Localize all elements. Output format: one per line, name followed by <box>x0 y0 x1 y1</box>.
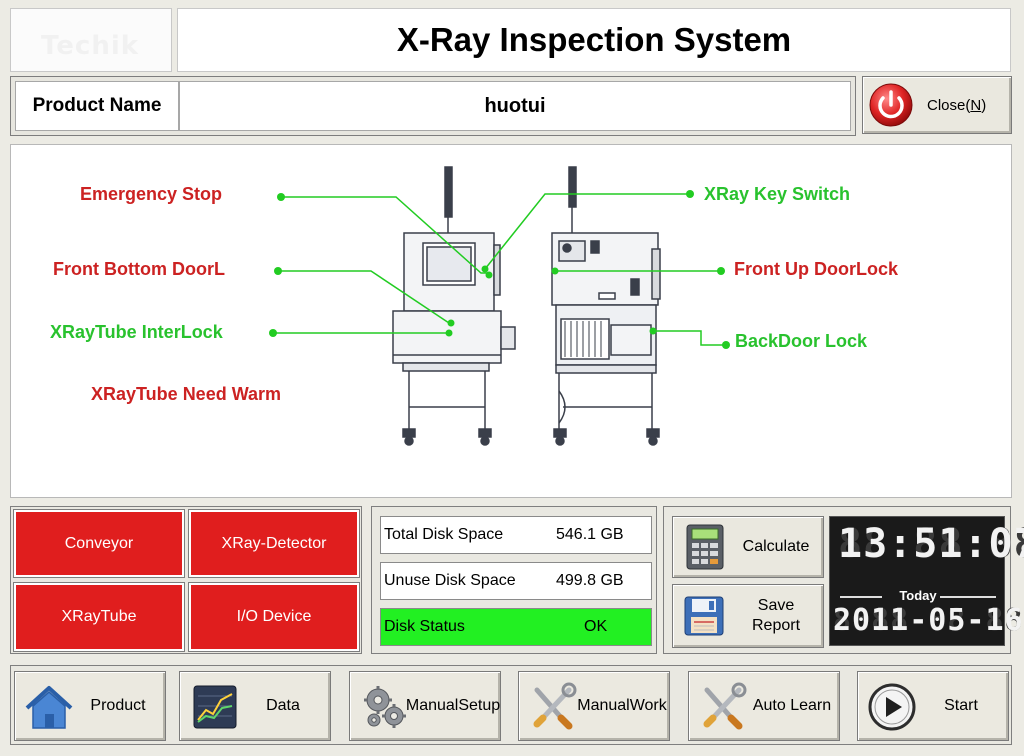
start-button[interactable]: Start <box>857 671 1009 741</box>
tools-icon <box>533 682 577 730</box>
disk-status-row: Disk Status OK <box>380 608 652 646</box>
front-bottom-door-label: Front Bottom DoorL <box>53 259 225 279</box>
start-button-label: Start <box>944 697 978 714</box>
xraytube-status-label: XRayTube <box>61 608 137 625</box>
side-view-machine <box>551 166 661 446</box>
home-icon <box>25 686 73 729</box>
disk-info-group: Total Disk Space 546.1 GB Unuse Disk Spa… <box>371 506 657 654</box>
today-divider: Today <box>840 588 996 603</box>
xraytube-interlock-label: XRayTube InterLock <box>50 322 223 342</box>
close-button-label: Close(N) <box>927 96 987 114</box>
xraytube-need-warm-label: XRayTube Need Warm <box>91 384 282 404</box>
digital-clock: 88:88:88 13:51:07 Today 8888-88-88 2011-… <box>829 516 1024 646</box>
io-device-status[interactable]: I/O Device <box>188 582 360 652</box>
disk-status-value: OK <box>584 618 608 635</box>
logo: Techik <box>41 31 140 61</box>
total-disk-row: Total Disk Space 546.1 GB <box>380 516 652 554</box>
title-bar: X-Ray Inspection System <box>177 8 1011 72</box>
clock-time: 13:51:07 <box>838 521 1024 567</box>
machine-status-panel: Emergency Stop Front Bottom DoorL XRayTu… <box>10 144 1012 498</box>
front-up-doorlock-label: Front Up DoorLock <box>734 259 898 279</box>
page-title: X-Ray Inspection System <box>396 21 792 58</box>
total-disk-label: Total Disk Space <box>384 526 504 543</box>
io-device-status-label: I/O Device <box>236 608 312 625</box>
product-button[interactable]: Product <box>14 671 166 741</box>
unused-disk-row: Unuse Disk Space 499.8 GB <box>380 562 652 600</box>
unused-disk-label: Unuse Disk Space <box>384 572 516 589</box>
calculate-button[interactable]: Calculate <box>672 516 824 578</box>
bottom-nav-bar: Product Data <box>10 665 1012 745</box>
device-status-group: Conveyor XRay-Detector XRayTube I/O Devi… <box>10 506 362 654</box>
xray-detector-status[interactable]: XRay-Detector <box>188 509 360 578</box>
gears-icon <box>364 686 406 728</box>
chart-icon <box>193 685 237 729</box>
data-button-label: Data <box>266 697 300 714</box>
machine-diagram <box>269 166 730 446</box>
wrench-screwdriver-icon <box>703 682 747 730</box>
product-button-label: Product <box>90 697 146 714</box>
emergency-stop-label: Emergency Stop <box>80 184 223 204</box>
product-name-label: Product Name <box>15 81 179 131</box>
xray-detector-status-label: XRay-Detector <box>221 534 327 552</box>
front-view-machine <box>392 166 516 446</box>
play-icon <box>868 683 916 731</box>
conveyor-status[interactable]: Conveyor <box>13 509 185 578</box>
conveyor-status-label: Conveyor <box>64 534 134 552</box>
power-icon <box>869 83 913 127</box>
backdoor-lock-label: BackDoor Lock <box>735 331 868 351</box>
close-button[interactable]: Close(N) <box>862 76 1012 134</box>
today-label: Today <box>899 588 937 603</box>
product-row: Product Name huotui <box>10 76 856 136</box>
clock-date: 2011-05-16 <box>833 603 1024 638</box>
floppy-disk-icon <box>684 596 724 636</box>
disk-status-label: Disk Status <box>384 618 465 635</box>
xray-key-switch-label: XRay Key Switch <box>704 184 851 204</box>
calculator-icon <box>686 524 724 570</box>
data-button[interactable]: Data <box>179 671 331 741</box>
logo-box: Techik <box>10 8 172 72</box>
auto-learn-button[interactable]: Auto Learn <box>688 671 840 741</box>
xraytube-status[interactable]: XRayTube <box>13 582 185 652</box>
callout-dots <box>269 190 730 349</box>
auto-learn-label: Auto Learn <box>752 697 832 714</box>
unused-disk-value: 499.8 GB <box>556 572 624 589</box>
total-disk-value: 546.1 GB <box>556 526 624 543</box>
product-name-value: huotui <box>179 81 851 131</box>
calculate-label: Calculate <box>742 538 810 555</box>
